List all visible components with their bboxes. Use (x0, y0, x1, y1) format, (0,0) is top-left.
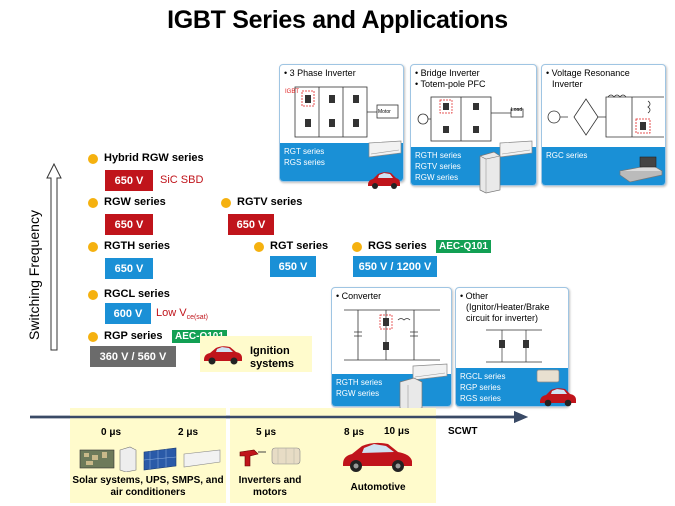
rgs-aec-badge: AEC-Q101 (436, 240, 491, 253)
page-title: IGBT Series and Applications (167, 6, 508, 34)
rgp-label: RGP series (104, 330, 163, 342)
converter-title: • Converter (336, 291, 382, 301)
hybrid-rgw-label: Hybrid RGW series (104, 152, 204, 164)
rgw-label: RGW series (104, 196, 166, 208)
rgth-label: RGTH series (104, 240, 171, 252)
x-axis-label: SCWT (448, 426, 478, 437)
voltage-resonance-card: • Voltage Resonance Inverter RGC series (541, 64, 666, 186)
other-title-3: circuit for inverter) (466, 313, 539, 323)
rgs-voltage: 650 V / 1200 V (353, 256, 437, 277)
tick-8us: 8 μs (344, 427, 365, 438)
air-conditioner-icon (368, 140, 402, 158)
bullet-dot (88, 332, 98, 342)
other-circuit-diagram (486, 329, 542, 363)
rgth-voltage: 650 V (105, 258, 153, 279)
ups-server-icon (479, 151, 501, 194)
other-title-2: (Ignitor/Heater/Brake (466, 302, 550, 312)
car-icon (204, 346, 242, 365)
tick-5us: 5 μs (256, 427, 277, 438)
bridge-circuit-diagram (417, 96, 524, 142)
converter-circuit-diagram (344, 309, 440, 361)
bullet-dot (254, 242, 264, 252)
rgt-label: RGT series (270, 240, 329, 252)
car-icon (368, 172, 400, 189)
bullet-dot (352, 242, 362, 252)
inverters-group-label: Inverters and motors (238, 475, 302, 498)
converter-card: • Converter RGTH series RGW series (331, 287, 452, 407)
rgw-voltage: 650 V (105, 214, 153, 235)
bridge-title-2: • Totem-pole PFC (415, 79, 486, 89)
y-axis-label: Switching Frequency (26, 210, 42, 340)
resonance-title-2: Inverter (552, 79, 583, 89)
bullet-dot (88, 198, 98, 208)
drill-icon (239, 449, 259, 467)
rgcl-label: RGCL series (104, 288, 170, 300)
bridge-title-1: • Bridge Inverter (415, 68, 480, 78)
x-axis-arrow-overlay (30, 411, 528, 423)
bullet-dot (221, 198, 231, 208)
resonance-title-1: • Voltage Resonance (546, 68, 630, 78)
tick-10us: 10 μs (384, 426, 410, 437)
inverter-group-icons (239, 447, 301, 467)
three-phase-inverter-card: • 3 Phase Inverter IGBT Motor RGT series… (279, 64, 404, 182)
solar-panel-icon (143, 447, 177, 471)
car-icon (540, 388, 576, 407)
rgtv-voltage: 650 V (228, 214, 274, 235)
solar-group-label: Solar systems, UPS, SMPS, and air condit… (72, 475, 224, 498)
ups-server-icon (399, 377, 423, 412)
car-icon (343, 442, 412, 472)
three-phase-title: • 3 Phase Inverter (284, 68, 356, 78)
bullet-dot (88, 290, 98, 300)
motor-label: Motor (378, 109, 391, 115)
tick-0us: 0 μs (101, 427, 122, 438)
tick-2us: 2 μs (178, 427, 199, 438)
bullet-dot (88, 242, 98, 252)
rgtv-label: RGTV series (237, 196, 303, 208)
igbt-label: IGBT (285, 89, 300, 95)
automotive-group-label: Automotive (350, 482, 406, 493)
solar-group-icons (79, 446, 221, 472)
y-axis-arrow (46, 162, 62, 351)
ups-icon (119, 446, 137, 472)
rgt-voltage: 650 V (270, 256, 316, 277)
rgs-label: RGS series (368, 240, 427, 252)
bullet-dot (88, 154, 98, 164)
air-conditioner-icon (499, 140, 533, 158)
three-phase-circuit-diagram (294, 86, 399, 138)
heater-module-icon (536, 369, 560, 383)
hybrid-rgw-voltage: 650 V (105, 170, 153, 191)
sic-sbd-note: SiC SBD (160, 174, 204, 186)
converter-series-list: RGTH series RGW series (332, 374, 451, 406)
air-conditioner-icon (183, 449, 221, 468)
other-circuit-card: • Other (Ignitor/Heater/Brake circuit fo… (455, 287, 569, 407)
rgp-voltage: 360 V / 560 V (90, 346, 176, 367)
induction-cooker-icon (619, 156, 663, 183)
rgcl-voltage: 600 V (105, 303, 151, 324)
air-conditioner-icon (412, 363, 448, 381)
load-label: Load (511, 107, 523, 113)
other-title-1: • Other (460, 291, 489, 301)
low-vce-note: Low Vce(sat) (156, 307, 208, 322)
resonance-circuit-diagram (547, 94, 664, 138)
bridge-inverter-card: • Bridge Inverter • Totem-pole PFC Load … (410, 64, 537, 186)
ignition-label: Ignition systems (250, 345, 295, 370)
